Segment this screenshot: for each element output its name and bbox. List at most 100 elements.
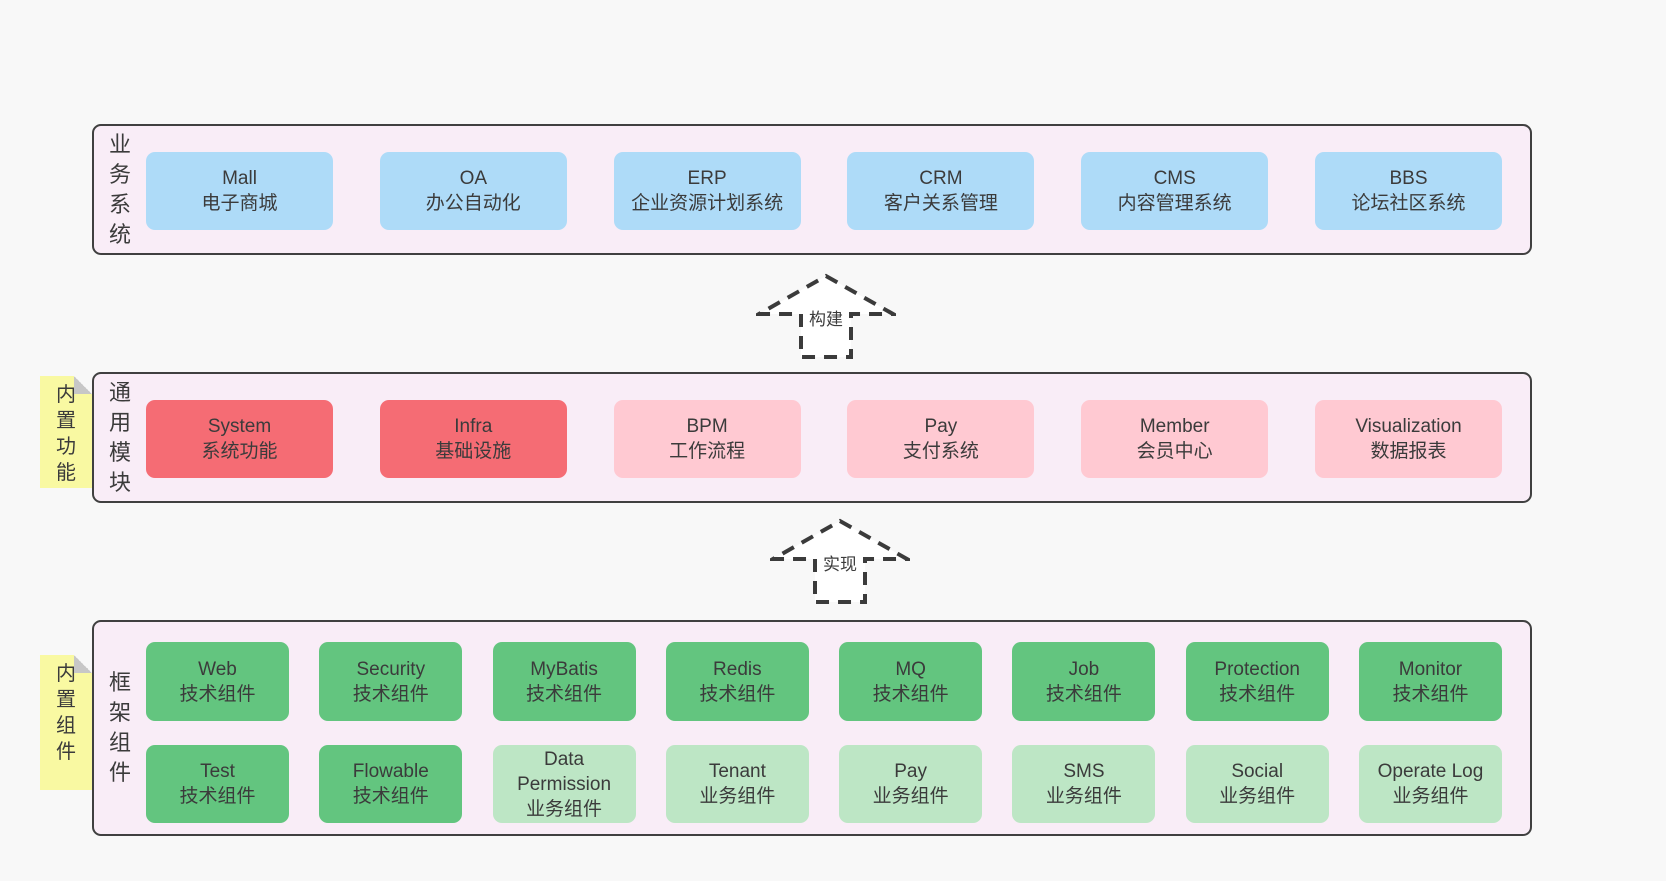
framework-box-row-1: Web 技术组件 Security 技术组件 MyBatis 技术组件 Redi… (146, 642, 1502, 721)
box-protection: Protection 技术组件 (1185, 642, 1329, 721)
box-subtitle: 技术组件 (1045, 683, 1122, 705)
box-title: Protection (1214, 658, 1300, 680)
box-subtitle: 技术组件 (872, 683, 949, 705)
box-cms: CMS 内容管理系统 (1081, 152, 1269, 230)
box-subtitle: 客户关系管理 (883, 193, 998, 214)
box-subtitle: 业务组件 (872, 786, 949, 807)
box-web: Web 技术组件 (146, 642, 289, 721)
box-pay-biz: Pay 业务组件 (839, 745, 983, 823)
sticky-note-builtin-components: 内置组件 (40, 655, 92, 790)
box-social: Social 业务组件 (1185, 745, 1329, 823)
box-visualization: Visualization 数据报表 (1314, 400, 1502, 478)
box-security: Security 技术组件 (319, 642, 463, 721)
box-bpm: BPM 工作流程 (613, 400, 801, 478)
box-title: Social (1231, 761, 1284, 782)
box-subtitle: 业务组件 (526, 798, 603, 820)
box-subtitle: 业务组件 (1392, 786, 1469, 807)
box-title: MQ (895, 658, 926, 680)
box-title: ERP (687, 168, 727, 189)
box-subtitle: 办公自动化 (425, 193, 521, 214)
box-subtitle: 业务组件 (699, 786, 776, 807)
box-title: System (207, 416, 272, 437)
box-erp: ERP 企业资源计划系统 (613, 152, 801, 230)
business-box-row: Mall 电子商城 OA 办公自动化 ERP 企业资源计划系统 CRM 客户关系… (146, 152, 1502, 230)
layer-label-framework: 框架组件 (108, 670, 131, 785)
implement-arrow-label: 实现 (821, 554, 859, 576)
box-subtitle: 工作流程 (669, 441, 746, 462)
common-modules-layer: 通用模块 System 系统功能 Infra 基础设施 BPM 工作流程 Pay… (92, 372, 1532, 503)
box-title: CMS (1153, 168, 1196, 189)
box-title: Visualization (1355, 416, 1462, 437)
build-arrow-label: 构建 (807, 309, 845, 331)
box-system: System 系统功能 (146, 400, 333, 478)
box-subtitle: 技术组件 (179, 683, 256, 705)
box-title: BPM (686, 416, 728, 437)
box-title: Redis (713, 658, 762, 680)
box-flowable: Flowable 技术组件 (319, 745, 463, 823)
box-title: Operate Log (1377, 761, 1484, 782)
box-title: Mall (222, 168, 257, 189)
box-subtitle: 技术组件 (352, 683, 429, 705)
box-subtitle: 电子商城 (201, 193, 278, 214)
box-subtitle: 企业资源计划系统 (631, 193, 784, 214)
box-member: Member 会员中心 (1081, 400, 1269, 478)
box-title: Data Permission (517, 748, 612, 795)
build-arrow: 构建 (756, 273, 896, 359)
box-subtitle: 技术组件 (526, 683, 603, 705)
box-title: Monitor (1398, 658, 1463, 680)
layer-label-business: 业务系统 (108, 131, 131, 247)
box-subtitle: 业务组件 (1045, 786, 1122, 807)
box-pay: Pay 支付系统 (847, 400, 1035, 478)
box-operate-log: Operate Log 业务组件 (1358, 745, 1502, 823)
sticky-note-label: 内置组件 (56, 663, 76, 763)
box-subtitle: 技术组件 (352, 786, 429, 807)
box-redis: Redis 技术组件 (665, 642, 809, 721)
box-title: Security (356, 658, 426, 680)
box-subtitle: 基础设施 (435, 441, 512, 462)
box-title: Pay (894, 761, 927, 782)
box-oa: OA 办公自动化 (379, 152, 567, 230)
box-title: Web (198, 658, 237, 680)
note-fold-corner (74, 655, 92, 673)
box-subtitle: 技术组件 (1219, 683, 1296, 705)
box-subtitle: 论坛社区系统 (1351, 193, 1466, 214)
modules-box-row: System 系统功能 Infra 基础设施 BPM 工作流程 Pay 支付系统… (146, 400, 1502, 478)
business-systems-layer: 业务系统 Mall 电子商城 OA 办公自动化 ERP 企业资源计划系统 CRM… (92, 124, 1532, 255)
box-monitor: Monitor 技术组件 (1358, 642, 1502, 721)
box-title: Tenant (708, 761, 766, 782)
box-job: Job 技术组件 (1012, 642, 1156, 721)
box-mybatis: MyBatis 技术组件 (492, 642, 636, 721)
box-sms: SMS 业务组件 (1012, 745, 1156, 823)
box-subtitle: 业务组件 (1219, 786, 1296, 807)
box-crm: CRM 客户关系管理 (847, 152, 1035, 230)
box-subtitle: 数据报表 (1370, 441, 1447, 462)
framework-components-layer: 框架组件 Web 技术组件 Security 技术组件 MyBatis 技术组件… (92, 620, 1532, 836)
box-title: Member (1139, 416, 1210, 437)
box-tenant: Tenant 业务组件 (665, 745, 809, 823)
box-infra: Infra 基础设施 (379, 400, 567, 478)
box-bbs: BBS 论坛社区系统 (1314, 152, 1502, 230)
box-title: Flowable (352, 761, 429, 782)
sticky-note-builtin-features: 内置功能 (40, 376, 92, 488)
note-fold-corner (74, 376, 92, 394)
box-mq: MQ 技术组件 (839, 642, 983, 721)
framework-box-row-2: Test 技术组件 Flowable 技术组件 Data Permission … (146, 745, 1502, 823)
layer-label-modules: 通用模块 (108, 379, 131, 495)
box-title: Job (1068, 658, 1100, 680)
box-title: Test (200, 761, 235, 782)
box-title: Infra (454, 416, 493, 437)
box-title: OA (459, 168, 488, 189)
box-test: Test 技术组件 (146, 745, 289, 823)
box-subtitle: 会员中心 (1136, 441, 1213, 462)
box-data-permission: Data Permission 业务组件 (492, 745, 636, 823)
box-subtitle: 技术组件 (1392, 683, 1469, 705)
box-subtitle: 技术组件 (699, 683, 776, 705)
box-title: MyBatis (530, 658, 598, 680)
box-title: SMS (1063, 761, 1105, 782)
box-subtitle: 支付系统 (902, 441, 979, 462)
box-title: BBS (1389, 168, 1428, 189)
box-subtitle: 内容管理系统 (1117, 193, 1232, 214)
box-subtitle: 系统功能 (201, 441, 278, 462)
implement-arrow: 实现 (770, 518, 910, 604)
